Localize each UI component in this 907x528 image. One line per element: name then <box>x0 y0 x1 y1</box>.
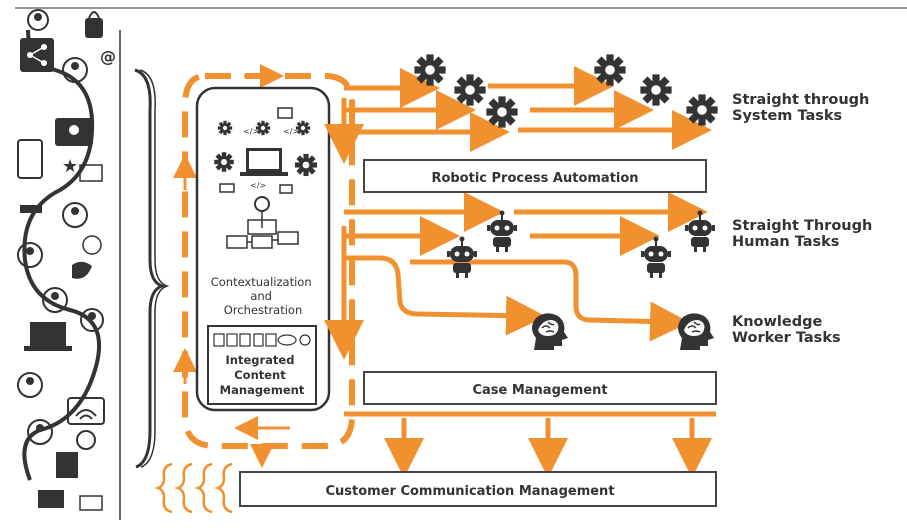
flow-arrows <box>324 66 716 478</box>
ccm-box <box>239 471 717 507</box>
document-icon <box>213 333 225 347</box>
person-icon <box>27 419 53 445</box>
robot-icon <box>641 236 671 278</box>
file-type-icons <box>213 333 311 347</box>
mail-icon <box>38 490 64 508</box>
bird-icon <box>72 261 92 279</box>
document-icon <box>226 333 238 347</box>
svg-text:</>: </> <box>250 181 266 190</box>
orchestration-illustration: </> </> </> <box>214 107 318 249</box>
share-icon <box>20 38 54 72</box>
star-icon: ★ <box>62 156 78 177</box>
person-icon <box>27 9 49 31</box>
flowchart-icon <box>226 212 299 249</box>
at-sign-icon: @ <box>100 47 116 66</box>
gear-icon <box>217 120 233 136</box>
case-management-box <box>363 371 717 405</box>
person-icon <box>62 57 88 83</box>
gear-icon <box>594 54 626 86</box>
document-icon <box>265 333 277 347</box>
document-icon <box>239 333 251 347</box>
gear-icon <box>686 94 718 126</box>
knowledge-worker-label: Knowledge Worker Tasks <box>732 314 841 346</box>
person-icon <box>17 372 43 398</box>
wifi-icon <box>67 397 105 425</box>
straight-system-label: Straight through System Tasks <box>732 92 874 124</box>
orchestration-loop <box>173 64 355 468</box>
contextualization-label: Contextualization and Orchestration <box>211 275 316 317</box>
person-icon <box>80 308 104 332</box>
social-icon-collage: @ ★ <box>17 9 121 520</box>
folder-icon <box>79 495 103 511</box>
laptop-icon <box>30 322 66 346</box>
person-icon <box>62 202 88 228</box>
ccm-label: Customer Communication Management <box>325 484 614 499</box>
integrated-content-box <box>207 325 317 405</box>
cloud-icon <box>277 334 297 346</box>
lightbulb-icon <box>254 196 270 212</box>
gear-icon <box>454 74 486 106</box>
robot-icon <box>685 210 715 252</box>
orange-brace-icons <box>154 462 233 514</box>
robot-icon <box>487 210 517 252</box>
document-icon <box>277 107 293 119</box>
robot-icon <box>447 236 477 278</box>
gear-icon <box>486 96 518 128</box>
brain-head-icon <box>677 312 715 351</box>
rpa-box <box>363 159 707 193</box>
gear-icon <box>214 152 234 172</box>
brace-icon <box>134 68 167 469</box>
svg-text:</>: </> <box>283 127 299 136</box>
integrated-content-label: Integrated Content Management <box>220 353 305 397</box>
gear-icon <box>414 54 446 86</box>
gear-icon <box>294 153 318 177</box>
lock-icon <box>85 18 103 38</box>
person-icon <box>17 242 43 268</box>
globe-icon <box>299 334 311 346</box>
document-icon <box>56 452 78 478</box>
gear-icon <box>640 74 672 106</box>
case-management-label: Case Management <box>472 383 607 398</box>
rpa-label: Robotic Process Automation <box>431 171 638 186</box>
phone-icon <box>17 139 43 179</box>
document-icon <box>253 333 264 347</box>
person-icon <box>42 287 68 313</box>
link-icon <box>20 205 42 213</box>
globe-icon <box>82 235 102 255</box>
svg-text:</>: </> <box>243 127 259 136</box>
straight-human-label: Straight Through Human Tasks <box>732 218 877 250</box>
brain-head-icon <box>531 312 569 351</box>
zoom-icon <box>76 430 96 450</box>
image-icon <box>79 164 103 182</box>
